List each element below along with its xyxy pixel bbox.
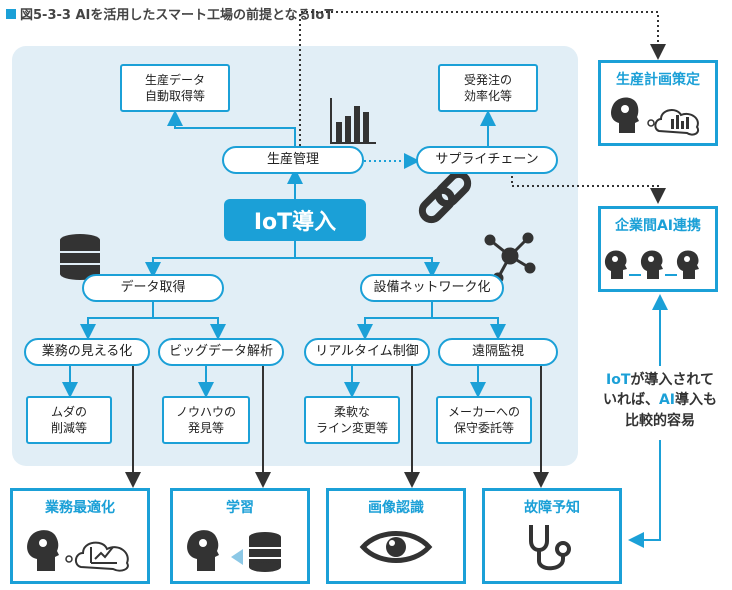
ai-head-database-icon <box>187 530 281 572</box>
production-data-box: 生産データ自動取得等 <box>120 64 230 112</box>
data-acquisition-node: データ取得 <box>82 274 224 302</box>
iot-hub: IoT導入 <box>224 199 366 241</box>
ai-head-trend-icon <box>27 530 129 572</box>
remote-node: 遠隔監視 <box>438 338 558 366</box>
waste-line1: ムダの <box>50 404 87 419</box>
note-ai: AI <box>658 392 676 409</box>
remote-label: 遠隔監視 <box>471 344 524 360</box>
optimization-title: 業務最適化 <box>45 500 115 516</box>
waste-line2: 削減等 <box>50 421 87 435</box>
waste-box: ムダの削減等 <box>26 396 112 444</box>
knowhow-line1: ノウハウの <box>175 404 236 419</box>
equipment-network-label: 設備ネットワーク化 <box>373 280 491 296</box>
realtime-node: リアルタイム制御 <box>304 338 430 366</box>
failure-prediction-box: 故障予知 <box>482 488 622 584</box>
bar-chart-icon <box>330 98 376 144</box>
ai-note: IoTが導入されて いれば、AI導入も 比較的容易 <box>594 370 726 431</box>
learning-title: 学習 <box>226 500 254 516</box>
order-efficiency-line1: 受発注の <box>463 72 512 87</box>
supply-chain-label: サプライチェーン <box>435 152 539 168</box>
note-iot: IoT <box>606 372 631 388</box>
note-line1: が導入されて <box>630 372 714 388</box>
production-mgmt-label: 生産管理 <box>266 152 319 168</box>
caption-text: 図5-3-3 AIを活用したスマート工場の前提となるIoT <box>20 8 334 23</box>
flexible-line2: ライン変更等 <box>315 421 388 435</box>
supply-chain-node: サプライチェーン <box>416 146 558 174</box>
image-recognition-title: 画像認識 <box>368 500 424 516</box>
knowhow-line2: 発見等 <box>187 421 224 435</box>
note-line2-pre: いれば、 <box>602 392 659 409</box>
order-efficiency-line2: 効率化等 <box>463 89 512 103</box>
maintenance-line1: メーカーへの <box>447 404 520 419</box>
flexible-box: 柔軟なライン変更等 <box>304 396 400 444</box>
image-recognition-box: 画像認識 <box>326 488 466 584</box>
flexible-line1: 柔軟な <box>333 404 370 419</box>
learning-box: 学習 <box>170 488 310 584</box>
production-mgmt-node: 生産管理 <box>222 146 364 174</box>
chain-link-icon <box>418 170 472 224</box>
ai-head-chart-icon <box>611 97 699 136</box>
production-plan-title: 生産計画策定 <box>616 72 700 88</box>
inter-company-ai-box: 企業間AI連携 <box>598 206 718 292</box>
visualize-label: 業務の見える化 <box>41 344 133 360</box>
realtime-label: リアルタイム制御 <box>315 344 419 360</box>
order-efficiency-box: 受発注の効率化等 <box>438 64 538 112</box>
maintenance-box: メーカーへの保守委託等 <box>436 396 532 444</box>
maintenance-line2: 保守委託等 <box>453 421 514 435</box>
data-acquisition-label: データ取得 <box>120 280 186 296</box>
big-data-node: ビッグデータ解析 <box>158 338 284 366</box>
ai-heads-network-icon <box>604 250 699 279</box>
note-line3: 比較的容易 <box>625 412 695 429</box>
figure-caption: 図5-3-3 AIを活用したスマート工場の前提となるIoT <box>6 4 333 23</box>
stethoscope-icon <box>529 525 571 571</box>
production-data-line1: 生産データ <box>144 72 205 87</box>
knowhow-box: ノウハウの発見等 <box>162 396 250 444</box>
iot-hub-label: IoT導入 <box>253 210 337 235</box>
equipment-network-node: 設備ネットワーク化 <box>360 274 504 302</box>
eye-icon <box>359 531 433 563</box>
production-plan-box: 生産計画策定 <box>598 60 718 146</box>
optimization-box: 業務最適化 <box>10 488 150 584</box>
production-data-line2: 自動取得等 <box>144 89 205 103</box>
inter-company-ai-title: 企業間AI連携 <box>614 218 702 234</box>
failure-prediction-title: 故障予知 <box>524 500 580 516</box>
big-data-label: ビッグデータ解析 <box>168 344 273 360</box>
caption-square-icon <box>6 8 16 19</box>
note-line2-post: 導入も <box>675 392 718 409</box>
visualize-node: 業務の見える化 <box>24 338 150 366</box>
